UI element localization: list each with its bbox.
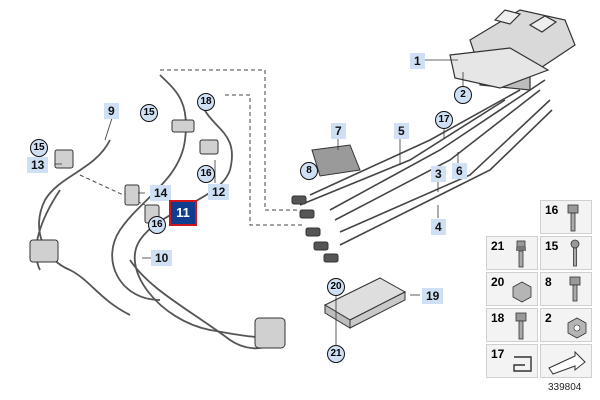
leader-lines: [55, 59, 464, 345]
callout-7: 7: [331, 123, 346, 139]
legend-cell-20: 20: [486, 272, 538, 306]
legend-label: 15: [545, 239, 559, 253]
control-unit: [323, 277, 407, 329]
bolt-icon: [515, 312, 527, 340]
legend-cell-8: 8: [540, 272, 592, 306]
callout-1: 1: [410, 53, 425, 69]
callout-10: 10: [151, 250, 173, 266]
legend-label: 18: [491, 311, 505, 325]
callout-circle-16b: 16: [148, 216, 166, 234]
callout-14: 14: [150, 185, 172, 201]
callout-3: 3: [431, 166, 446, 182]
legend-cell-arrow: [540, 344, 592, 378]
callout-5: 5: [394, 123, 409, 139]
callout-circle-15a: 15: [140, 104, 158, 122]
nut-icon: [512, 281, 532, 303]
flange-nut-icon: [567, 317, 587, 339]
callout-circle-8: 8: [300, 162, 318, 180]
clip-icon: [513, 356, 532, 372]
legend-label: 17: [491, 347, 505, 361]
stud-icon: [516, 240, 526, 268]
legend-label: 16: [545, 203, 559, 217]
parts-legend: 16 21 15 20 8 18 2 17: [486, 200, 592, 382]
callout-circle-18: 18: [197, 93, 215, 111]
legend-cell-16: 16: [540, 200, 592, 234]
callout-12: 12: [208, 184, 230, 200]
screw-icon: [569, 276, 581, 302]
bracket-plate: [449, 47, 550, 89]
pin-icon: [570, 239, 580, 267]
callout-4: 4: [431, 219, 446, 235]
callout-9: 9: [104, 103, 119, 119]
legend-label: 2: [545, 311, 552, 325]
legend-label: 20: [491, 275, 505, 289]
diagram-number: 339804: [548, 382, 582, 393]
legend-label: 21: [491, 239, 505, 253]
legend-cell-2: 2: [540, 308, 592, 342]
callout-13: 13: [27, 157, 49, 173]
connector-block: [311, 144, 361, 177]
left-components: [29, 119, 286, 349]
callout-6: 6: [452, 163, 467, 179]
hose-ends: [291, 195, 339, 263]
legend-cell-18: 18: [486, 308, 538, 342]
callout-19: 19: [422, 288, 444, 304]
legend-label: 8: [545, 275, 552, 289]
bolt-icon: [567, 204, 579, 232]
callout-circle-17: 17: [435, 111, 453, 129]
legend-cell-17: 17: [486, 344, 538, 378]
highlight-part-11: 11: [169, 200, 197, 226]
callout-circle-2: 2: [454, 86, 472, 104]
arrow-icon: [548, 350, 586, 375]
brake-lines-main: [299, 79, 553, 246]
callout-circle-15b: 15: [30, 139, 48, 157]
legend-cell-15: 15: [540, 236, 592, 270]
callout-circle-21: 21: [327, 345, 345, 363]
legend-cell-21: 21: [486, 236, 538, 270]
callout-circle-16a: 16: [197, 165, 215, 183]
callout-circle-20: 20: [327, 278, 345, 296]
